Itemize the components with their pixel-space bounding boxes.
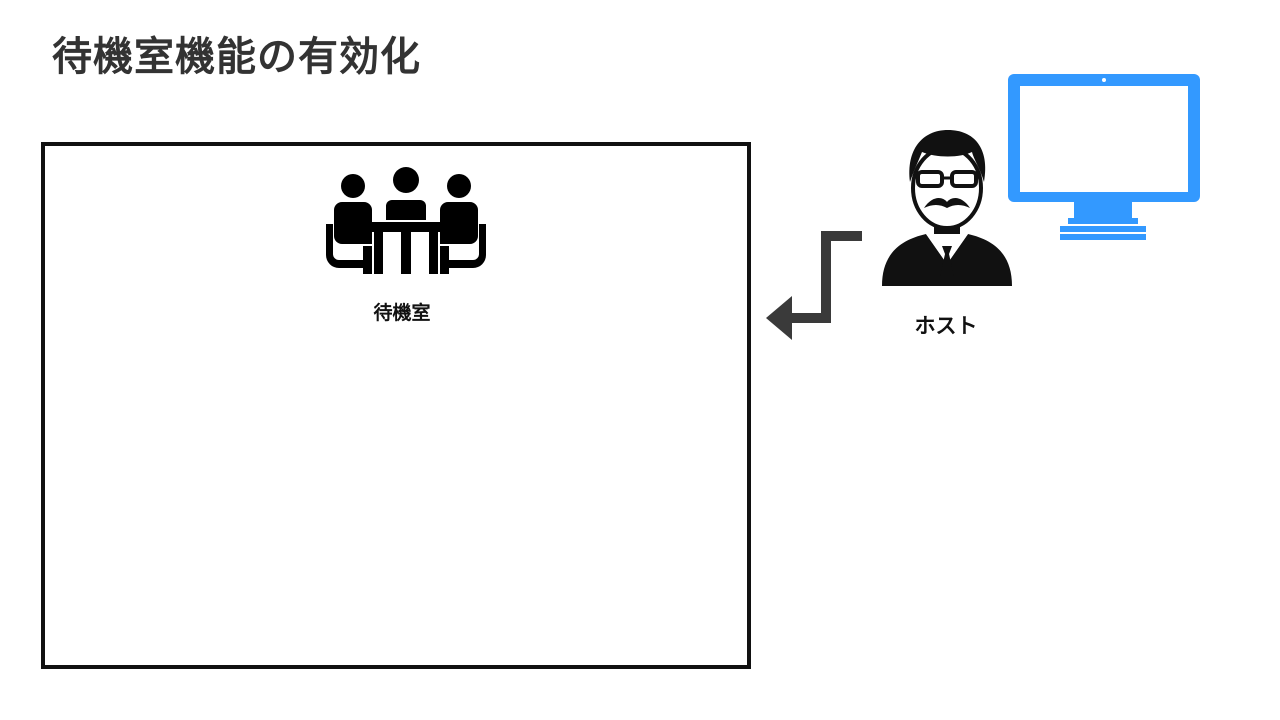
arrow-left-down-icon (766, 231, 862, 340)
monitor-icon (1008, 74, 1200, 240)
waiting-room-box (41, 142, 751, 669)
host-label: ホスト (914, 314, 978, 338)
waiting-room-label: 待機室 (373, 302, 431, 324)
host-person-icon (882, 130, 1012, 286)
meeting-room-icon (326, 167, 486, 274)
page-title: 待機室機能の有効化 (52, 34, 421, 80)
